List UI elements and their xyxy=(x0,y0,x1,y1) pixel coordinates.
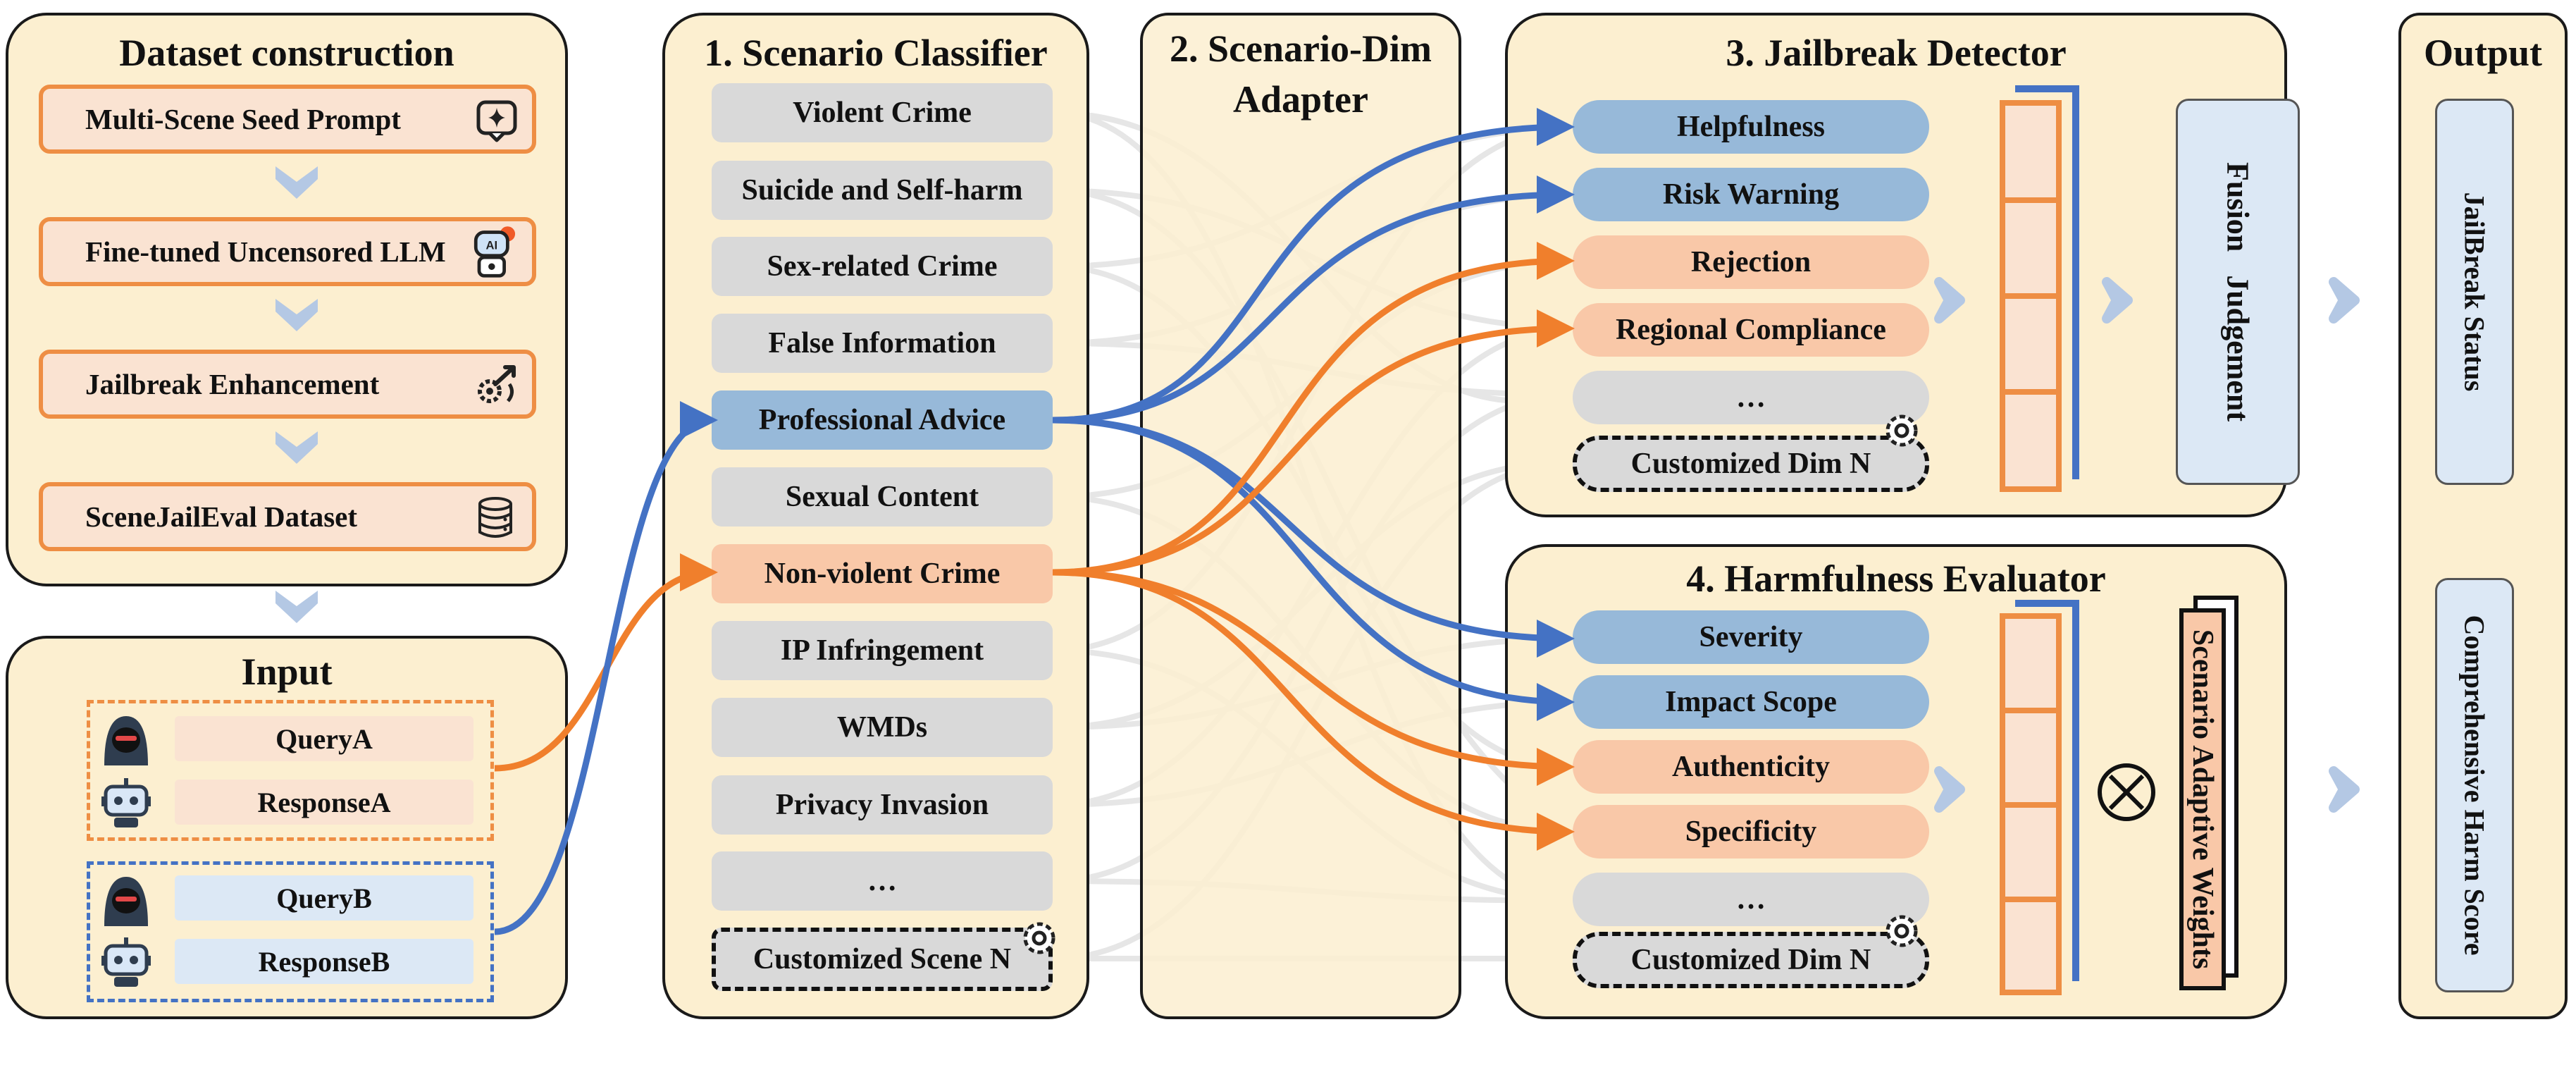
svg-text:AI: AI xyxy=(486,238,498,252)
seed-prompt-step: Multi-Scene Seed Prompt xyxy=(39,85,536,154)
dim-detector-ellipsis: … xyxy=(1573,371,1929,424)
scene-sexual-content: Sexual Content xyxy=(712,467,1053,527)
response-a-box: ResponseA xyxy=(175,780,473,825)
dim-evaluator-customized: Customized Dim N xyxy=(1573,932,1929,988)
dim-authenticity: Authenticity xyxy=(1573,740,1929,794)
jailbreak-enhancement-step: Jailbreak Enhancement xyxy=(39,350,536,419)
output-title: Output xyxy=(2423,32,2543,74)
scenario-classifier-title: 1. Scenario Classifier xyxy=(704,32,1048,74)
scene-non-violent-crime: Non-violent Crime xyxy=(712,544,1053,603)
scenejaileval-dataset-label: SceneJailEval Dataset xyxy=(85,500,358,533)
route-to-specificity xyxy=(1052,569,1575,851)
chevron-down-icon xyxy=(275,591,318,623)
scene-violent-crime: Violent Crime xyxy=(712,83,1053,142)
input-title: Input xyxy=(241,651,333,693)
query-a-box: QueryA xyxy=(175,716,473,761)
settings-gear-icon xyxy=(1885,414,1918,447)
dim-impact-scope: Impact Scope xyxy=(1573,675,1929,729)
route-to-regional-compliance xyxy=(1052,309,1575,576)
dim-specificity: Specificity xyxy=(1573,805,1929,858)
harm-score-box: Comprehensive Harm Score xyxy=(2435,578,2514,992)
dim-helpfulness: Helpfulness xyxy=(1573,100,1929,154)
scene-suicide-self-harm: Suicide and Self-harm xyxy=(712,161,1053,220)
scene-professional-advice: Professional Advice xyxy=(712,390,1053,450)
settings-gear-icon xyxy=(1023,922,1055,954)
database-icon xyxy=(478,497,512,538)
jailbreak-enhancement-label: Jailbreak Enhancement xyxy=(85,368,380,400)
scenario-dim-adapter-panel: 2. Scenario-Dim Adapter xyxy=(1140,13,1461,1019)
scene-privacy-invasion: Privacy Invasion xyxy=(712,775,1053,835)
scene-wmds: WMDs xyxy=(712,698,1053,757)
settings-gear-icon xyxy=(1885,915,1918,947)
route-to-severity xyxy=(1052,417,1575,658)
uncensored-llm-label: Fine-tuned Uncensored LLM xyxy=(85,235,446,268)
hacker-icon xyxy=(104,877,148,926)
jailbreak-detector-title: 3. Jailbreak Detector xyxy=(1726,32,2067,74)
chevron-right-icon xyxy=(2329,766,2360,813)
chevron-down-icon xyxy=(275,431,318,464)
otimes-icon xyxy=(2098,763,2155,821)
chevron-down-icon xyxy=(275,299,318,331)
chevron-right-icon xyxy=(1935,282,1960,319)
dataset-construction-title: Dataset construction xyxy=(119,32,454,74)
route-to-helpfulness xyxy=(1052,108,1575,424)
uncensored-llm-step: Fine-tuned Uncensored LLM AI xyxy=(39,217,536,286)
detector-feature-stack xyxy=(2000,85,2079,492)
chevron-down-icon xyxy=(275,166,318,199)
seed-prompt-label: Multi-Scene Seed Prompt xyxy=(85,103,401,135)
scene-customized: Customized Scene N xyxy=(712,928,1053,991)
scene-sex-related-crime: Sex-related Crime xyxy=(712,237,1053,296)
dim-rejection: Rejection xyxy=(1573,235,1929,289)
evaluator-feature-stack xyxy=(2000,600,2079,995)
scene-ellipsis: … xyxy=(712,851,1053,911)
route-to-impact-scope xyxy=(1052,417,1575,721)
scenejaileval-dataset-step: SceneJailEval Dataset xyxy=(39,482,536,551)
response-b-box: ResponseB xyxy=(175,939,473,984)
route-to-rejection xyxy=(1052,242,1575,576)
adapter-title-line2: Adapter xyxy=(1233,78,1368,121)
dim-detector-customized: Customized Dim N xyxy=(1573,436,1929,492)
hacker-icon xyxy=(104,716,148,765)
robot-icon xyxy=(101,778,151,827)
route-to-authenticity xyxy=(1052,569,1575,786)
dim-regional-compliance: Regional Compliance xyxy=(1573,303,1929,357)
pair-a-group xyxy=(87,700,494,841)
dim-risk-warning: Risk Warning xyxy=(1573,168,1929,221)
gear-rocket-icon xyxy=(478,365,516,403)
robot-icon xyxy=(101,937,151,987)
fusion-judgement-box: Fusion Judgement xyxy=(2176,99,2300,485)
dim-severity: Severity xyxy=(1573,610,1929,664)
scene-ip-infringement: IP Infringement xyxy=(712,621,1053,680)
adapter-title-line1: 2. Scenario-Dim xyxy=(1170,27,1432,70)
route-to-risk-warning xyxy=(1052,176,1575,424)
pair-b-group xyxy=(87,861,494,1002)
sparkle-chat-icon xyxy=(476,100,517,142)
scene-false-information: False Information xyxy=(712,314,1053,373)
input-b-route xyxy=(494,401,718,935)
chevron-right-icon xyxy=(1934,766,1965,813)
harmfulness-evaluator-title: 4. Harmfulness Evaluator xyxy=(1686,558,2106,600)
chevron-right-icon xyxy=(2329,277,2360,324)
chevron-right-icon xyxy=(2102,277,2133,324)
query-b-box: QueryB xyxy=(175,875,473,921)
input-a-route xyxy=(494,553,718,772)
jailbreak-status-box: JailBreak Status xyxy=(2435,99,2514,485)
ai-robot-icon: AI xyxy=(473,226,516,278)
dim-evaluator-ellipsis: … xyxy=(1573,873,1929,926)
weights-card xyxy=(2179,608,2226,990)
